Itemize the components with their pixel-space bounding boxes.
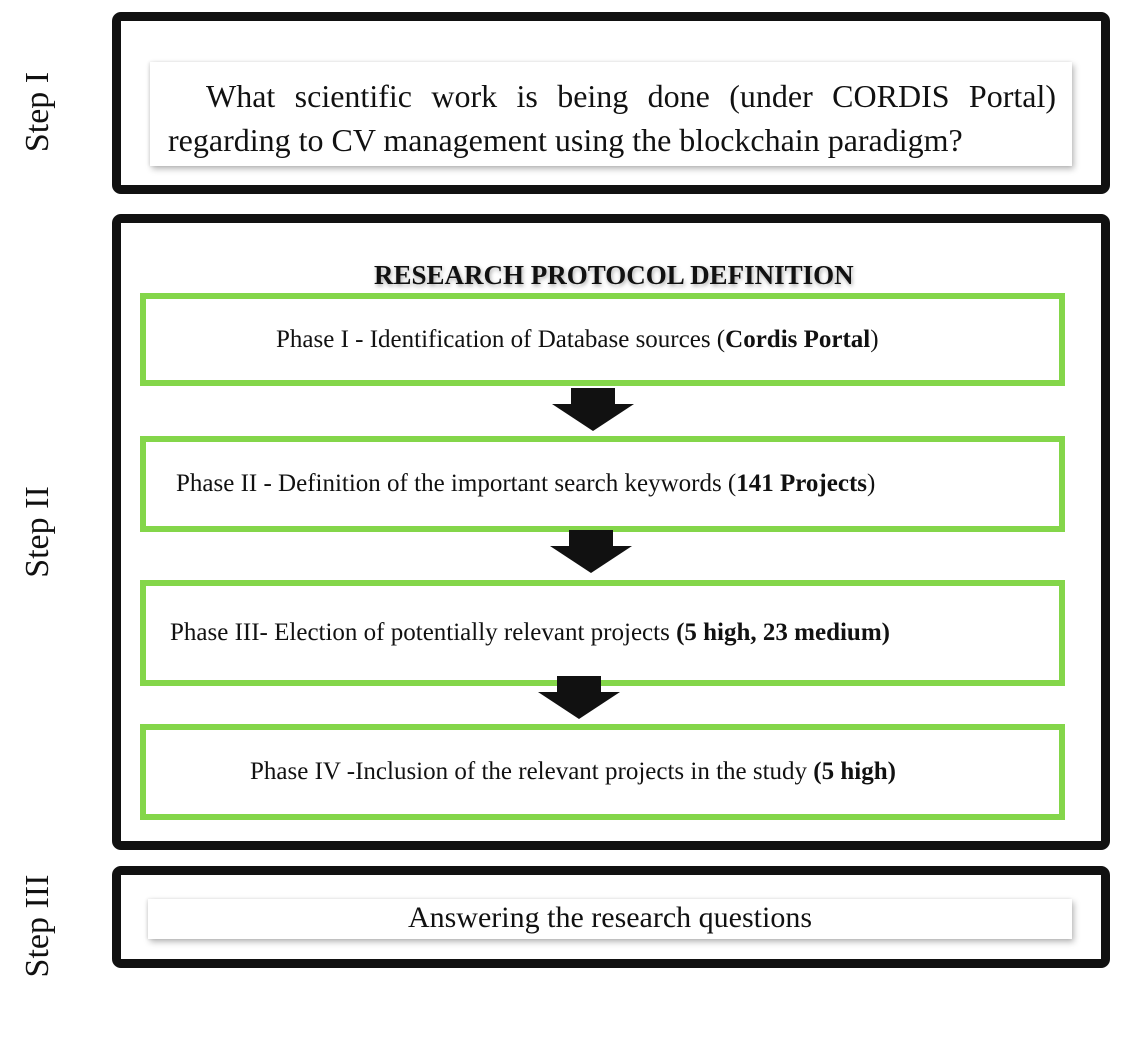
phase-3-text: Phase III- Election of potentially relev…	[170, 619, 677, 646]
phase-2-box: Phase II - Definition of the important s…	[140, 436, 1065, 532]
arrow-down-icon	[550, 530, 632, 573]
step-2-label: Step II	[19, 486, 56, 578]
answer-panel: Answering the research questions	[148, 899, 1072, 939]
phase-3-box: Phase III- Election of potentially relev…	[140, 580, 1065, 686]
phase-4-box: Phase IV -Inclusion of the relevant proj…	[140, 724, 1065, 820]
arrow-down-icon	[538, 676, 620, 719]
step-3-label: Step III	[19, 874, 56, 978]
protocol-title: RESEARCH PROTOCOL DEFINITION	[374, 260, 854, 290]
phase-2-highlight: 141 Projects	[736, 470, 868, 497]
phase-2-tail: )	[867, 470, 876, 497]
research-question: What scientific work is being done (unde…	[150, 62, 1072, 166]
step-2-box	[112, 214, 1110, 850]
phase-3-highlight: (5 high, 23 medium)	[676, 619, 890, 646]
arrow-down-icon	[552, 388, 634, 431]
phase-1-highlight: Cordis Portal	[725, 325, 871, 353]
phase-1-text: Phase I - Identification of Database sou…	[276, 325, 726, 353]
step-1-label: Step I	[19, 71, 56, 153]
step-3-box	[112, 866, 1110, 968]
phase-4-text: Phase IV -Inclusion of the relevant proj…	[250, 758, 814, 785]
phase-2-text: Phase II - Definition of the important s…	[176, 470, 737, 497]
phase-4-highlight: (5 high)	[813, 758, 896, 785]
phase-1-box: Phase I - Identification of Database sou…	[140, 293, 1065, 386]
step-1-box	[112, 12, 1110, 194]
phase-1-tail: )	[870, 325, 879, 353]
